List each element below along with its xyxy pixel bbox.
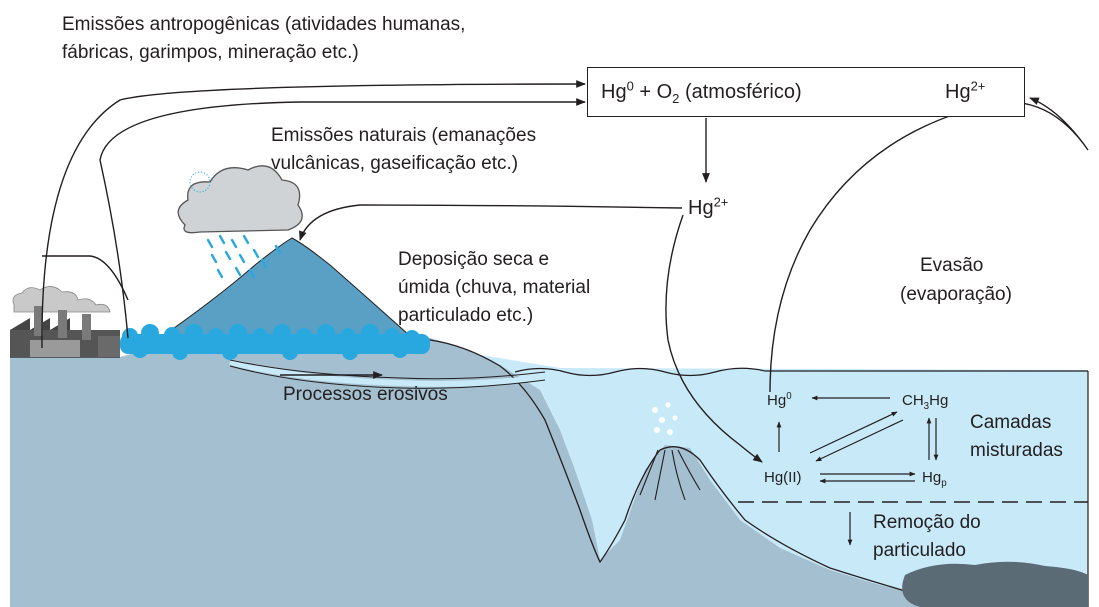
label-anthropogenic-1: Emissões antropogênicas (atividades huma… [62, 14, 466, 35]
river-channel [229, 359, 561, 387]
factory-to-forest-line [42, 255, 129, 301]
label-evasion-1: Evasão [920, 255, 984, 276]
species-hgp: Hgp [922, 465, 947, 490]
label-evasion-2: (evaporação) [900, 284, 1012, 305]
species-ch3-a: CH [902, 392, 924, 409]
label-natural-2: vulcânicas, gaseificação etc.) [271, 153, 519, 174]
rain-cloud [177, 165, 303, 234]
atm-plus-o: + O [633, 81, 673, 103]
label-mixed-1: Camadas [970, 412, 1052, 433]
underwater-volcano-lines [639, 449, 701, 501]
sun-rays [189, 171, 211, 193]
evasion-arrow [769, 97, 1089, 393]
label-deposition-3: particulado etc.) [398, 305, 534, 326]
species-ch3hg: CH3Hg [902, 388, 948, 413]
atm-o2-sub: 2 [672, 91, 680, 106]
atm-reaction-text: Hg0 + O2 (atmosférico) [601, 78, 802, 106]
label-mixed-2: misturadas [970, 440, 1063, 461]
rain-drops [206, 234, 282, 279]
atm-label: (atmosférico) [679, 81, 802, 103]
species-hgii: Hg(II) [764, 469, 802, 486]
deposition-to-mountain-arrow [299, 204, 683, 241]
label-anthropogenic-2: fábricas, garimpos, mineração etc.) [62, 42, 359, 63]
sediment-deposit [902, 561, 1088, 607]
species-hg0-base: Hg [767, 392, 787, 409]
species-hgp-sub: p [941, 478, 947, 489]
anthropogenic-arrow [41, 80, 586, 349]
mid-hg2-sup: 2+ [713, 194, 729, 210]
atmosphere-reaction-box [587, 67, 1025, 117]
land-cross-section [10, 338, 960, 607]
atm-hg: Hg [601, 81, 627, 103]
species-ch3-sub: 3 [923, 401, 930, 412]
forest-band [120, 324, 430, 360]
label-removal-1: Remoção do [873, 512, 981, 533]
mid-hg2-text: Hg2+ [688, 194, 729, 220]
hg2-to-water-arrow [665, 214, 763, 463]
atm-hg0-sup: 0 [626, 78, 634, 94]
label-removal-2: particulado [873, 540, 966, 561]
atm-hg2-text: Hg2+ [945, 78, 986, 104]
river-bank-line-2 [229, 365, 546, 389]
emission-arrows [41, 80, 1089, 463]
natural-arrow [99, 98, 586, 339]
water-reaction-arrows [776, 395, 939, 546]
label-deposition-2: úmida (chuva, material [398, 277, 591, 298]
species-hg0: Hg0 [767, 388, 792, 413]
factory [10, 286, 120, 357]
factory-smoke [12, 286, 111, 313]
species-ch3-b: Hg [929, 392, 949, 409]
species-hgp-base: Hg [922, 469, 942, 486]
label-erosion: Processos erosivos [283, 384, 448, 405]
label-natural-1: Emissões naturais (emanações [271, 125, 537, 146]
species-hg0-sup: 0 [786, 391, 792, 402]
river-bank-line [229, 359, 546, 380]
water-surface-line [514, 367, 1088, 377]
mountain [148, 237, 422, 346]
hgii-to-ch3hg [809, 411, 898, 454]
atm-hg2-sup: 2+ [970, 78, 986, 94]
label-deposition-1: Deposição seca e [398, 249, 550, 270]
atm-hg2-base: Hg [945, 81, 971, 103]
ch3hg-to-hgii [815, 419, 904, 462]
mid-hg2-base: Hg [688, 197, 714, 219]
volcano-bubbles [652, 402, 678, 435]
